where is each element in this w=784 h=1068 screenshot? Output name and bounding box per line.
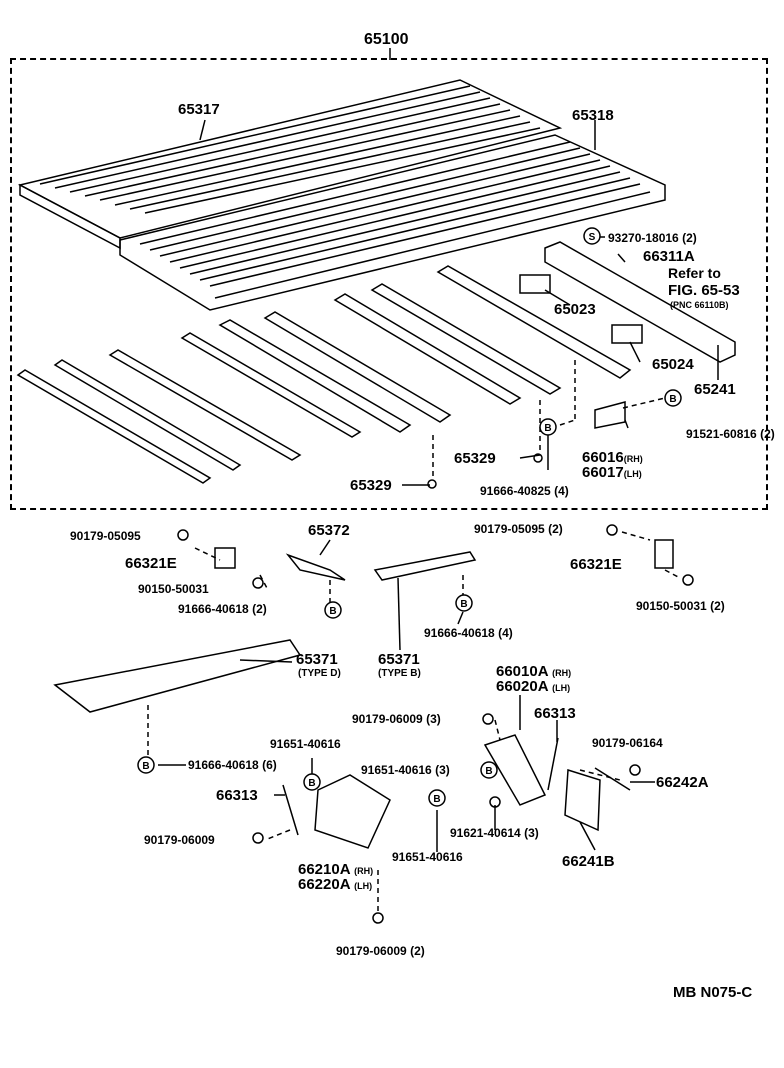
symbol-b-circle bbox=[303, 773, 321, 791]
type-label: (TYPE D) bbox=[298, 668, 341, 679]
pnc-label: (PNC 66110B) bbox=[670, 300, 729, 310]
part-label: 66311A bbox=[643, 248, 695, 265]
rh-label: (RH) bbox=[354, 866, 374, 876]
part-label: 91666-40618 (4) bbox=[424, 626, 513, 640]
symbol-b-circle bbox=[480, 761, 498, 779]
symbol-b-text: B bbox=[485, 766, 492, 777]
part-label: 91651-40616 bbox=[270, 737, 341, 751]
fastener-group bbox=[177, 453, 694, 924]
part-label: 65372 bbox=[308, 522, 350, 539]
type-label: (TYPE B) bbox=[378, 668, 421, 679]
part-number: 66210A bbox=[298, 861, 350, 878]
part-label: 91621-40614 (3) bbox=[450, 826, 539, 840]
symbol-b-text: B bbox=[433, 794, 440, 805]
symbol-b-circle bbox=[428, 789, 446, 807]
part-label: 90179-06009 (3) bbox=[352, 712, 441, 726]
part-number: 66017 bbox=[582, 464, 624, 481]
symbol-b-circle bbox=[324, 601, 342, 619]
rh-label: (RH) bbox=[552, 668, 572, 678]
part-label: 91651-40616 bbox=[392, 850, 463, 864]
part-label: 91521-60816 (2) bbox=[686, 427, 775, 441]
part-label: 65371 bbox=[378, 651, 420, 668]
part-number: 66016 bbox=[582, 449, 624, 466]
symbol-b-text: B bbox=[308, 778, 315, 789]
part-label: 66313 bbox=[534, 705, 576, 722]
part-label: 65329 bbox=[454, 450, 496, 467]
part-label: 90150-50031 (2) bbox=[636, 599, 725, 613]
part-label: 91666-40618 (6) bbox=[188, 758, 277, 772]
bracket-group bbox=[53, 274, 674, 849]
floor-panel-65318 bbox=[119, 120, 666, 311]
part-label: 66241B bbox=[562, 853, 615, 870]
part-label: 90179-05095 bbox=[70, 529, 141, 543]
part-label-lh: 66220A (LH) bbox=[298, 877, 372, 894]
part-label-rh: 66210A (RH) bbox=[298, 862, 373, 879]
assembly-frame bbox=[10, 58, 768, 510]
part-label: 65329 bbox=[350, 477, 392, 494]
symbol-b-text: B bbox=[329, 606, 336, 617]
lh-label: (LH) bbox=[354, 881, 373, 891]
symbol-s-circle bbox=[583, 227, 601, 245]
part-label: 93270-18016 (2) bbox=[608, 231, 697, 245]
part-label-lh: 66017(LH) bbox=[582, 465, 642, 482]
part-label: 65241 bbox=[694, 381, 736, 398]
part-number: 66220A bbox=[298, 876, 350, 893]
part-label: 65371 bbox=[296, 651, 338, 668]
part-label: 91666-40618 (2) bbox=[178, 602, 267, 616]
part-label: 66313 bbox=[216, 787, 258, 804]
rh-label: (RH) bbox=[623, 454, 643, 464]
part-label: 66242A bbox=[656, 774, 709, 791]
part-number: 66010A bbox=[496, 663, 548, 680]
symbol-b-circle bbox=[455, 594, 473, 612]
guide-lines bbox=[147, 360, 681, 915]
lh-label: (LH) bbox=[623, 469, 642, 479]
part-label-rh: 66010A (RH) bbox=[496, 664, 571, 681]
symbol-b-text: B bbox=[460, 599, 467, 610]
symbol-b-circle bbox=[664, 389, 682, 407]
crossmember-group bbox=[16, 241, 736, 484]
part-label: 66321E bbox=[125, 555, 177, 572]
part-label-rh: 66016(RH) bbox=[582, 450, 643, 467]
part-label: 65318 bbox=[572, 107, 614, 124]
figure-ref-label: FIG. 65-53 bbox=[668, 282, 740, 299]
part-label: 91651-40616 (3) bbox=[361, 763, 450, 777]
symbol-b-text: B bbox=[669, 394, 676, 405]
part-label: 91666-40825 (4) bbox=[480, 484, 569, 498]
symbol-b-text: B bbox=[142, 761, 149, 772]
part-label: 90179-06009 bbox=[144, 833, 215, 847]
symbol-s-text: S bbox=[589, 232, 596, 243]
floor-panel-65317 bbox=[17, 79, 563, 250]
part-label: 90179-06164 bbox=[592, 736, 663, 750]
part-label: 90150-50031 bbox=[138, 582, 209, 596]
symbol-b-circle bbox=[539, 418, 557, 436]
part-number: 66020A bbox=[496, 678, 548, 695]
refer-to-label: Refer to bbox=[668, 265, 721, 281]
symbol-b-text: B bbox=[544, 423, 551, 434]
lh-label: (LH) bbox=[552, 683, 571, 693]
part-label: 65023 bbox=[554, 301, 596, 318]
symbol-b-circle bbox=[137, 756, 155, 774]
part-label: 90179-06009 (2) bbox=[336, 944, 425, 958]
part-label: 65024 bbox=[652, 356, 694, 373]
assembly-label: 65100 bbox=[364, 31, 409, 48]
part-label: 66321E bbox=[570, 556, 622, 573]
part-label: 90179-05095 (2) bbox=[474, 522, 563, 536]
part-label-lh: 66020A (LH) bbox=[496, 679, 570, 696]
part-label: 65317 bbox=[178, 101, 220, 118]
drawing-code: MB N075-C bbox=[673, 984, 753, 1001]
